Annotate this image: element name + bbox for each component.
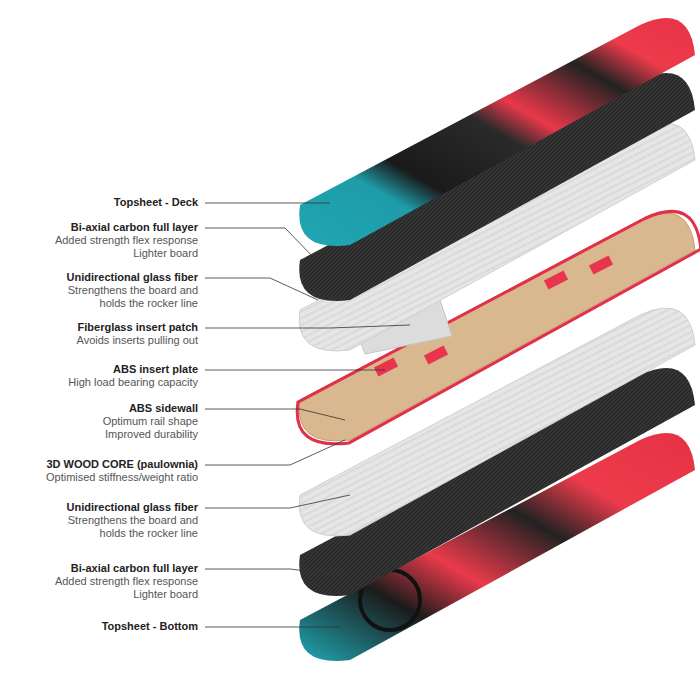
part-name: Bi-axial carbon full layer xyxy=(71,562,198,575)
part-description: Lighter board xyxy=(133,588,198,601)
part-description: High load bearing capacity xyxy=(68,376,198,389)
part-description: Added strength flex response xyxy=(55,575,198,588)
part-description: Improved durability xyxy=(105,428,198,441)
part-name: Unidirectional glass fiber xyxy=(67,271,198,284)
part-name: Topsheet - Deck xyxy=(114,196,198,209)
part-description: holds the rocker line xyxy=(100,527,198,540)
part-description: Added strength flex response xyxy=(55,234,198,247)
part-name: ABS sidewall xyxy=(129,402,198,415)
part-description: Strengthens the board and xyxy=(68,284,198,297)
part-description: Avoids inserts pulling out xyxy=(77,334,198,347)
part-description: Optimum rail shape xyxy=(103,415,198,428)
part-name: Fiberglass insert patch xyxy=(78,321,198,334)
part-name: Bi-axial carbon full layer xyxy=(71,221,198,234)
deck-sheet xyxy=(299,18,695,246)
part-name: Topsheet - Bottom xyxy=(102,620,198,633)
leader-lines xyxy=(205,203,410,627)
part-description: Lighter board xyxy=(133,247,198,260)
part-description: Strengthens the board and xyxy=(68,514,198,527)
part-description: Optimised stiffness/weight ratio xyxy=(46,471,198,484)
part-name: ABS insert plate xyxy=(113,363,198,376)
part-name: Unidirectional glass fiber xyxy=(67,501,198,514)
part-name: 3D WOOD CORE (paulownia) xyxy=(46,458,198,471)
part-description: holds the rocker line xyxy=(100,297,198,310)
